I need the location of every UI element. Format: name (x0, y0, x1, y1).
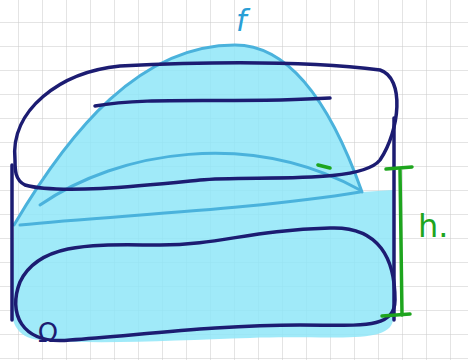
cylinder-outline (12, 63, 397, 341)
domain-label: Ω (38, 320, 58, 346)
height-bracket (318, 165, 412, 316)
volume-fill (12, 45, 393, 342)
surface-curves (14, 45, 362, 225)
function-label: f (236, 6, 247, 36)
height-label: h. (418, 210, 448, 242)
